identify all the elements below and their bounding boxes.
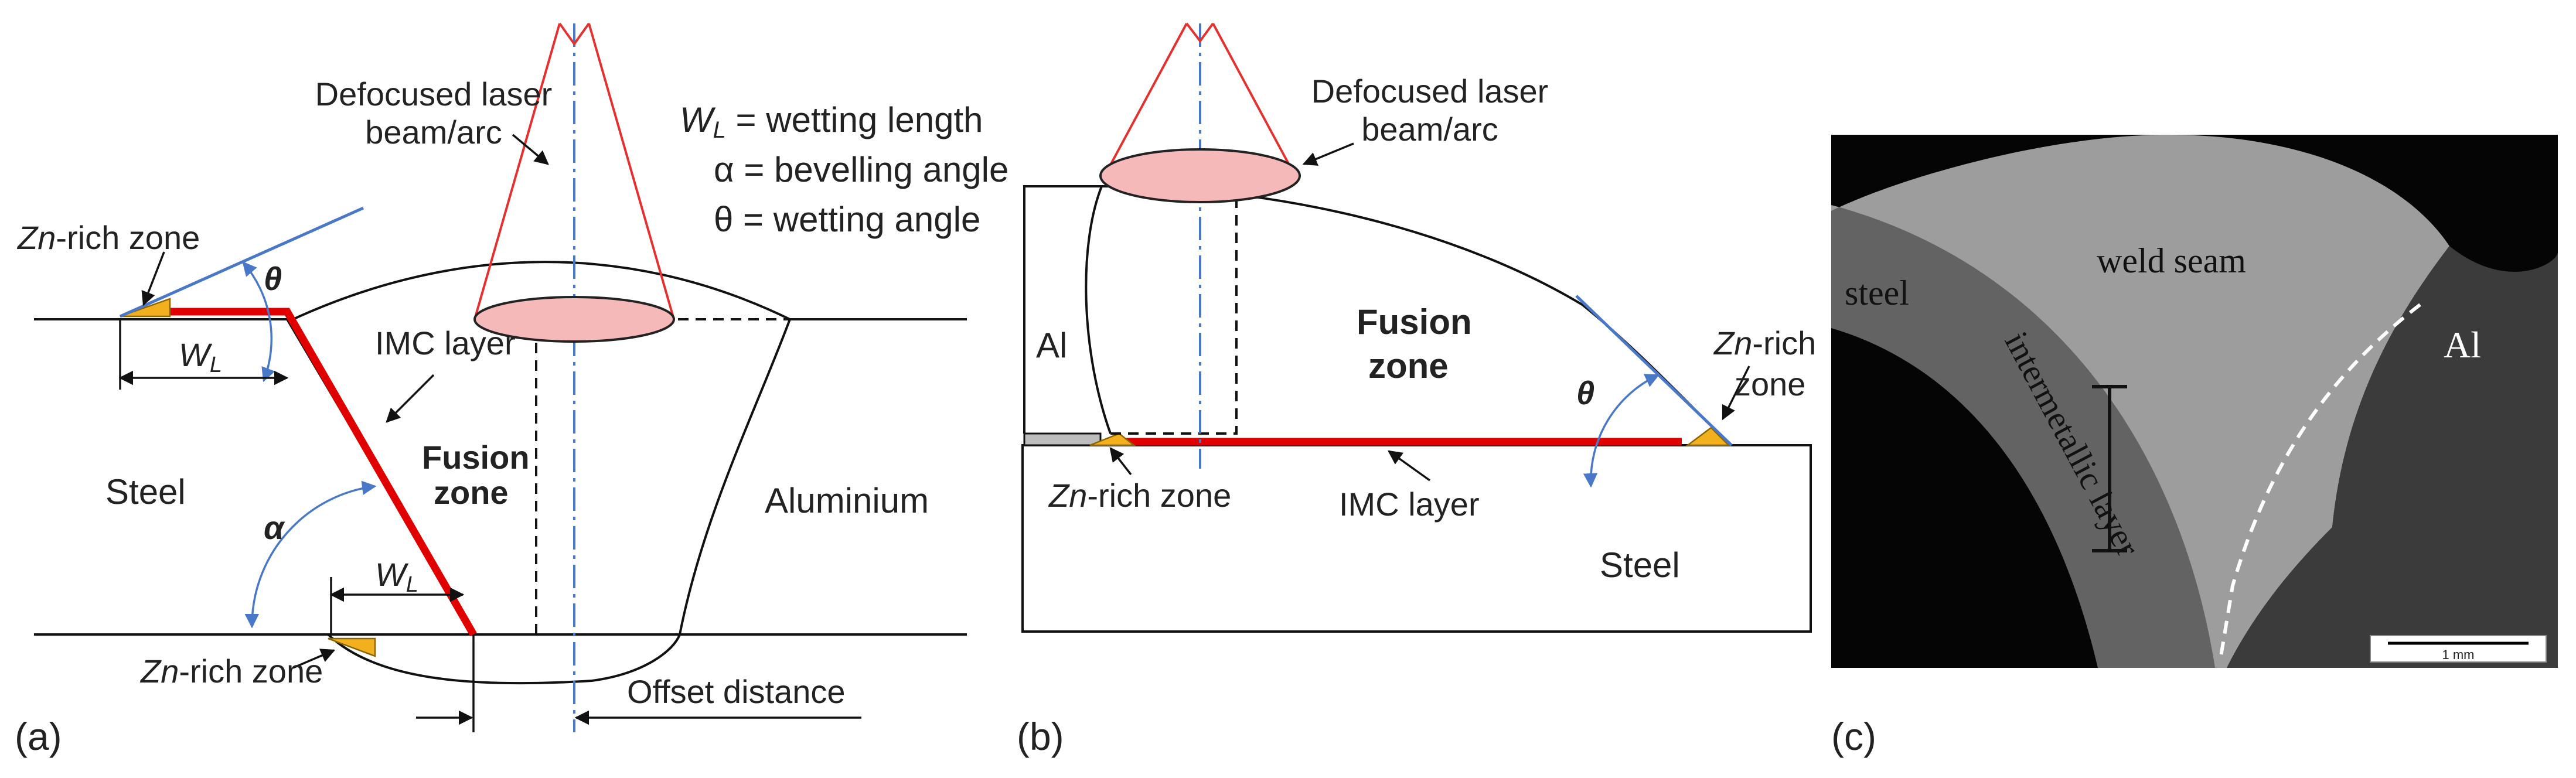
laser-spot-a [473, 296, 675, 343]
fusion-label-a-2: zone [434, 474, 509, 511]
zn-left-leader-b [1109, 447, 1132, 476]
micro-al-label: Al [2444, 324, 2481, 366]
zn-bottom-label-a: Zn-rich zone [139, 653, 323, 690]
micro-bracket [2092, 385, 2127, 552]
panel-c: 1 mm steel weld seam Al intermetallic la… [1831, 135, 2558, 758]
micrograph: 1 mm steel weld seam Al intermetallic la… [1831, 135, 2558, 668]
legend-wl: WL = wetting length [680, 100, 983, 143]
zn-rich-zone-left-b [1089, 432, 1136, 446]
legend-alpha: α = bevelling angle [714, 150, 1008, 189]
micro-al-region [2227, 246, 2558, 668]
panel-letter-b: (b) [1017, 715, 1064, 758]
theta-label-b: θ [1576, 374, 1594, 411]
wetting-tangent-a [119, 206, 364, 318]
micro-scale-label: 1 mm [2442, 647, 2475, 662]
aluminium-plate-b [1023, 185, 1112, 434]
wl-bottom-label: WL [375, 556, 418, 597]
imc-label-a: IMC layer [375, 325, 516, 361]
micro-weld-seam [1831, 135, 2449, 668]
alpha-label-a: α [264, 509, 285, 546]
offset-distance-label: Offset distance [627, 673, 846, 710]
zn-right-label-b-2: zone [1735, 366, 1805, 402]
zn-top-label-a: Zn-rich zone [16, 219, 200, 256]
wl-top-label: WL [179, 336, 222, 377]
fusion-boundary-a [679, 319, 791, 635]
theta-arc-a [242, 261, 275, 383]
panel-letter-c: (c) [1831, 715, 1876, 758]
aluminium-label-a: Aluminium [765, 481, 929, 520]
panel-a: Defocused laser beam/arc WL = wetting le… [15, 22, 1008, 758]
laser-leader-b [1302, 142, 1354, 166]
gap-strip-b [1023, 432, 1102, 446]
fusion-label-b-1: Fusion [1357, 302, 1472, 342]
fusion-label-b-2: zone [1368, 346, 1449, 385]
steel-plate-b [1021, 444, 1812, 633]
laser-spot-box-a [535, 318, 790, 636]
zn-rich-zone-bottom-a [328, 637, 376, 657]
root-bead-a [327, 633, 681, 685]
steel-label-a: Steel [105, 472, 186, 511]
laser-label-b-1: Defocused laser [1311, 73, 1549, 110]
micro-steel-label: steel [1845, 274, 1909, 312]
imc-layer-a [170, 308, 477, 637]
laser-label-a-2: beam/arc [365, 114, 502, 151]
laser-spot-b [1099, 148, 1301, 203]
panel-b: Defocused laser beam/arc Al Fusion zone … [1017, 22, 1816, 758]
laser-cone-a [473, 22, 675, 320]
laser-cone-b [1103, 22, 1296, 176]
laser-label-b-2: beam/arc [1361, 111, 1498, 148]
zn-bottom-leader-a [292, 649, 336, 669]
laser-spot-box-b [1110, 189, 1238, 435]
imc-leader-b [1388, 450, 1431, 482]
zn-left-label-b: Zn-rich zone [1048, 477, 1231, 514]
alpha-arc-a [244, 480, 377, 629]
zn-right-leader-b [1722, 366, 1750, 421]
imc-leader-a [386, 374, 435, 423]
theta-label-a: θ [264, 260, 282, 297]
legend-theta: θ = wetting angle [714, 200, 980, 239]
imc-label-b: IMC layer [1339, 486, 1480, 523]
micro-scale-box [2370, 635, 2547, 663]
panel-letter-a: (a) [15, 715, 62, 758]
al-label-b: Al [1036, 326, 1067, 365]
laser-leader-a [512, 134, 549, 165]
steel-label-b: Steel [1600, 545, 1680, 585]
micro-interface-line [2219, 303, 2421, 657]
zn-top-leader-a [141, 251, 165, 306]
micro-weld-seam-label: weld seam [2097, 241, 2246, 280]
theta-arc-b [1583, 374, 1660, 488]
fusion-label-a-1: Fusion [422, 439, 530, 476]
zn-rich-zone-right-b [1685, 426, 1731, 446]
laser-label-a-1: Defocused laser [315, 76, 553, 112]
wetting-tangent-b [1575, 295, 1733, 446]
zn-right-label-b: Zn-rich [1713, 325, 1816, 361]
